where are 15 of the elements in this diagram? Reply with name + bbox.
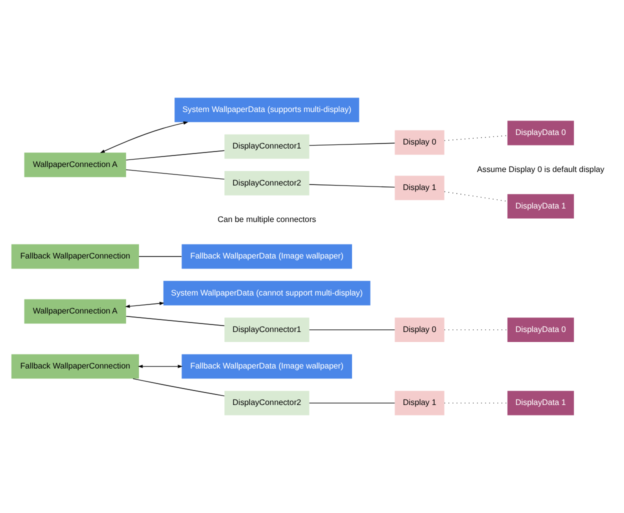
connector xyxy=(308,329,396,330)
connector xyxy=(308,142,396,146)
connector xyxy=(126,316,225,326)
connector xyxy=(444,191,508,202)
connector xyxy=(126,169,225,180)
arrow xyxy=(100,121,188,154)
connector xyxy=(308,402,396,404)
connector xyxy=(308,184,396,188)
connector xyxy=(444,329,508,330)
connector xyxy=(132,378,225,396)
connector xyxy=(138,256,182,257)
arrow xyxy=(138,364,183,368)
connector xyxy=(444,135,508,141)
connector xyxy=(126,150,225,160)
arrow xyxy=(125,302,164,308)
